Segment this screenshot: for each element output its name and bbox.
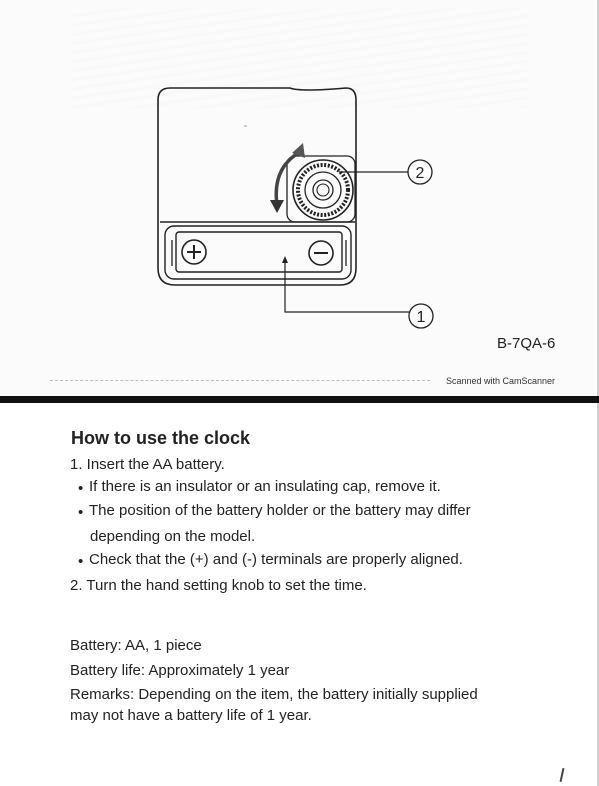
bleed-through-text — [70, 8, 530, 108]
bullet-marker: • — [78, 480, 84, 497]
model-code: B-7QA-6 — [497, 335, 556, 352]
spec-battery-life: Battery life: Approximately 1 year — [70, 662, 290, 679]
callout-1-pointer — [282, 256, 288, 263]
instructions-title: How to use the clock — [71, 428, 251, 448]
hand-setting-knob — [292, 159, 354, 221]
clock-movement-diagram: 2 1 — [157, 87, 434, 329]
callout-1-circle — [408, 303, 434, 329]
step-2: 2. Turn the hand setting knob to set the… — [70, 577, 367, 594]
spec-remarks-line1: Remarks: Depending on the item, the batt… — [70, 686, 478, 703]
rotation-arrow-icon — [274, 150, 301, 206]
page-divider — [0, 396, 599, 403]
callout-1-leader — [284, 262, 409, 313]
callout-2-label: 2 — [416, 165, 425, 182]
bullet-insulator: If there is an insulator or an insulatin… — [89, 478, 441, 495]
spec-remarks-line2: may not have a battery life of 1 year. — [70, 707, 312, 724]
callout-1-label: 1 — [417, 309, 426, 326]
scan-artifact-mark — [559, 767, 565, 783]
scan-dashed-line — [50, 380, 430, 381]
page-edge — [597, 0, 599, 786]
movement-outline — [157, 87, 357, 286]
bullet-position-line2: depending on the model. — [90, 528, 256, 545]
bullet-marker: • — [78, 553, 84, 570]
callout-2-circle — [407, 159, 433, 185]
knob-housing — [286, 155, 356, 223]
plus-terminal-icon — [181, 239, 207, 265]
bullet-marker: • — [78, 504, 84, 521]
scan-watermark: Scanned with CamScanner — [446, 376, 556, 386]
bullet-position-line1: The position of the battery holder or th… — [89, 502, 471, 519]
battery — [175, 231, 343, 273]
spec-battery: Battery: AA, 1 piece — [70, 637, 202, 654]
bullet-terminals: Check that the (+) and (-) terminals are… — [89, 551, 463, 568]
step-1: 1. Insert the AA battery. — [70, 456, 225, 473]
minus-terminal-icon — [308, 240, 334, 266]
battery-compartment — [164, 225, 352, 280]
